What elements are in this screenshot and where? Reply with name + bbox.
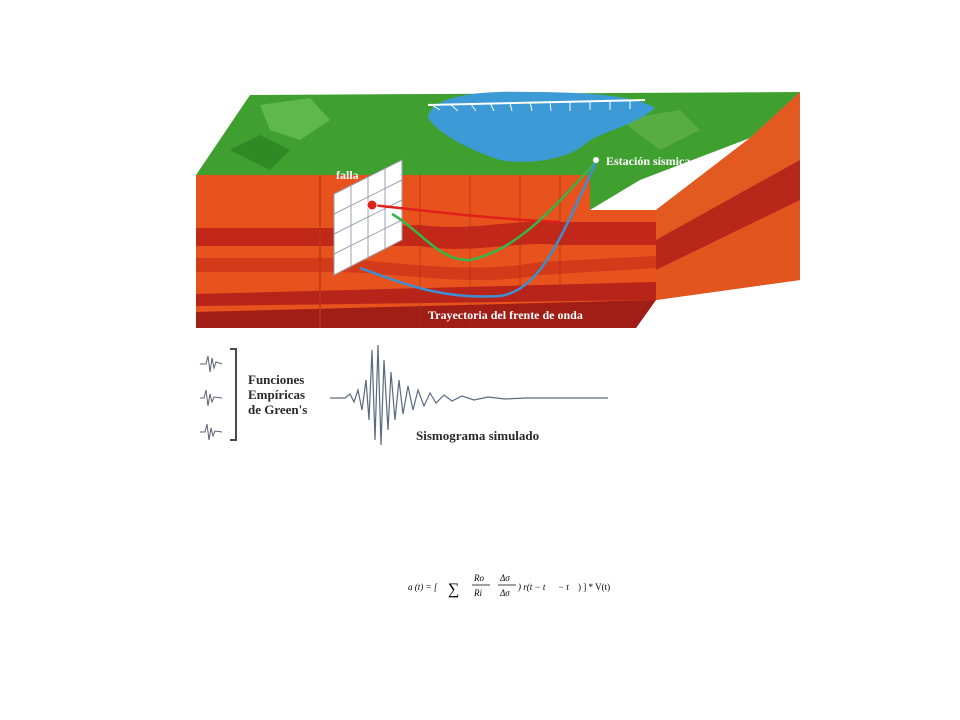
ray-green [391, 161, 597, 262]
green-trace-3 [200, 423, 223, 441]
wavefront-label: Trayectoria del frente de onda [428, 308, 583, 322]
simulated-seismogram [330, 344, 608, 446]
formula-close: ) ] * V(t) [578, 582, 610, 592]
hypocenter-icon [366, 199, 378, 211]
seismogram-label: Sismograma simulado [416, 428, 540, 443]
block-side-face [656, 92, 800, 300]
formula-tail: − t [558, 582, 569, 592]
greens-functions-label-2: Empíricas [248, 387, 306, 402]
greens-functions-label-3: de Green's [248, 402, 308, 417]
greens-functions-label-1: Funciones [248, 372, 305, 387]
formula-ratio-num: Ro [473, 573, 484, 583]
formula: a (t) = [ ∑ Ro Ri Δσ Δσ ) r(t − t − t ) … [408, 573, 610, 598]
formula-delta-num: Δσ [499, 573, 510, 583]
ray-red [371, 203, 561, 224]
greens-traces [200, 355, 223, 441]
lake [427, 91, 655, 162]
station-icon [593, 157, 599, 163]
formula-rterm: ) r(t − t [517, 582, 546, 592]
green-brace [230, 348, 237, 441]
formula-ratio-den: Ri [473, 588, 482, 598]
formula-lhs: a (t) = [ [408, 582, 438, 592]
green-trace-1 [200, 355, 223, 373]
wave-rays [359, 157, 599, 298]
formula-delta-den: Δσ [499, 588, 510, 598]
green-trace-2 [200, 389, 223, 407]
fault-grid [333, 159, 403, 276]
formula-sum: ∑ [448, 581, 459, 598]
fault-label: falla [336, 168, 359, 182]
ray-blue [359, 161, 598, 298]
station-label: Estación sísmica [606, 154, 691, 168]
